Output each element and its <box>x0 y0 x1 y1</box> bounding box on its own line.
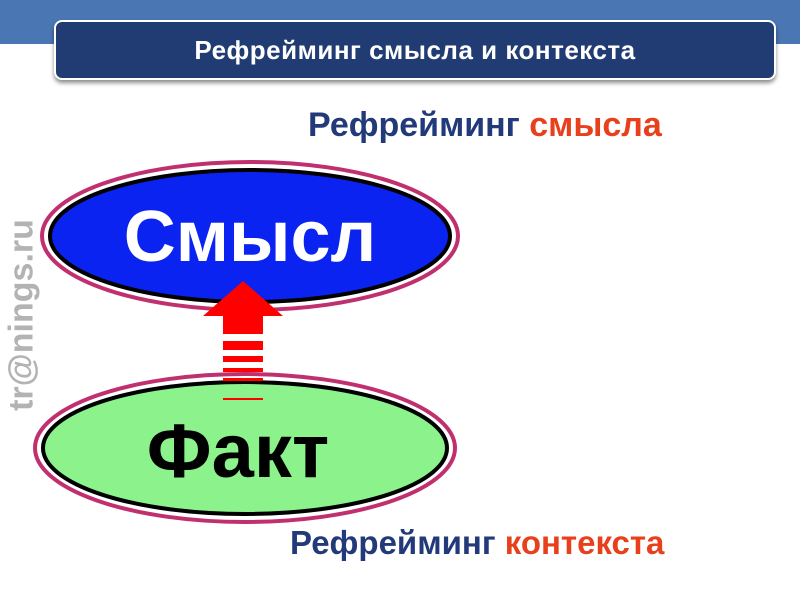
arrow-head <box>203 281 283 316</box>
meaning-label-base: Рефрейминг <box>308 106 530 144</box>
context-reframing-label: Рефрейминг контекста <box>290 524 664 562</box>
arrow-stripe-4 <box>223 378 263 381</box>
node-fact-body <box>41 380 449 516</box>
node-meaning-label: Смысл <box>124 197 377 277</box>
arrow-stripe-2 <box>223 356 263 362</box>
arrow-shaft <box>223 314 263 334</box>
context-label-base: Рефрейминг <box>290 524 505 561</box>
title-banner: Рефрейминг смысла и контекста <box>54 20 776 80</box>
node-fact-ring <box>33 372 457 524</box>
up-arrow-icon <box>203 281 283 400</box>
arrow-stripe-3 <box>223 368 263 372</box>
slide-title: Рефрейминг смысла и контекста <box>194 34 636 65</box>
arrow-stripe-1 <box>223 341 263 350</box>
meaning-reframing-label: Рефрейминг смысла <box>308 106 662 145</box>
node-fact: Факт <box>33 372 457 524</box>
arrow-stripe-5 <box>223 398 263 400</box>
context-label-accent: контекста <box>504 524 665 561</box>
meaning-label-accent: смысла <box>529 106 662 144</box>
node-fact-label: Факт <box>147 409 329 494</box>
